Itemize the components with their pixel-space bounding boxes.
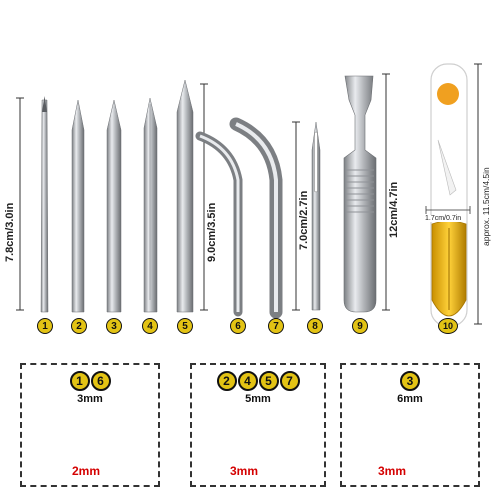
size-badge: 5	[258, 371, 279, 391]
dimension-line-cutter-width	[425, 206, 471, 214]
dimension-line-bent	[200, 83, 208, 311]
outer-diameter: 5mm	[245, 393, 271, 405]
number-badge-1: 1	[37, 318, 53, 334]
dimension-line-short	[16, 97, 24, 311]
size-badge: 4	[237, 371, 258, 391]
number-badge-3: 3	[106, 318, 122, 334]
inner-diameter: 3mm	[230, 464, 259, 478]
dimension-label-spatula: 12cm/4.7in	[388, 181, 400, 238]
number-badge-9: 9	[352, 318, 368, 334]
needle-1	[40, 96, 49, 313]
number-badge-7: 7	[268, 318, 284, 334]
size-box-2: 2 4 5 7 5mm 3mm	[190, 363, 326, 487]
number-badge-5: 5	[177, 318, 193, 334]
number-badge-10: 10	[438, 318, 458, 334]
dimension-line-cutter-length	[474, 63, 482, 325]
needle-8	[311, 121, 321, 311]
needle-4	[143, 97, 158, 313]
dimension-line-spatula	[382, 73, 390, 311]
size-box-3: 3 6mm 3mm	[340, 363, 480, 487]
needle-3	[106, 99, 122, 313]
dimension-label-bent: 9.0cm/3.5in	[206, 202, 218, 262]
size-badge: 3	[400, 371, 420, 391]
number-badge-8: 8	[307, 318, 323, 334]
size-box-badges: 1 6	[22, 371, 158, 391]
dimension-label-short: 7.8cm/3.0in	[4, 202, 16, 262]
number-badge-6: 6	[230, 318, 246, 334]
dimension-label-thin: 7.0cm/2.7in	[298, 190, 310, 250]
size-badge: 1	[69, 371, 90, 391]
needle-6	[195, 131, 243, 317]
needle-5	[176, 79, 194, 313]
spatula-tool	[343, 75, 377, 313]
size-badge: 2	[216, 371, 237, 391]
size-box-1: 1 6 3mm 2mm	[20, 363, 160, 487]
number-badge-4: 4	[142, 318, 158, 334]
number-badge-2: 2	[71, 318, 87, 334]
dimension-label-cutter-width: 1.7cm/0.7in	[425, 215, 462, 222]
size-box-badges: 2 4 5 7	[192, 371, 324, 391]
size-badge: 7	[279, 371, 300, 391]
outer-diameter: 6mm	[397, 393, 423, 405]
needle-7	[229, 117, 283, 319]
needle-2	[71, 99, 85, 313]
size-badge: 6	[90, 371, 111, 391]
inner-diameter: 2mm	[72, 464, 101, 478]
dimension-label-cutter-length: approx. 11.5cm/4.5in	[481, 167, 491, 246]
outer-diameter: 3mm	[77, 393, 103, 405]
cutter-tool	[430, 63, 468, 327]
size-box-badges: 3	[342, 371, 478, 391]
inner-diameter: 3mm	[378, 464, 407, 478]
dimension-line-thin	[292, 121, 300, 311]
